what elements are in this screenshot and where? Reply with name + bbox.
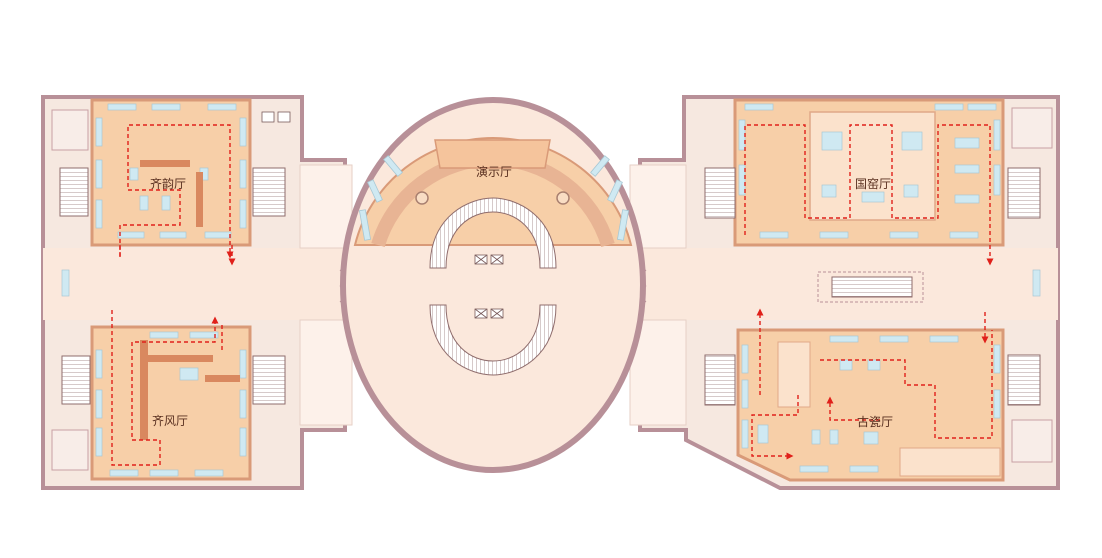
hall-label-yanshi: 演示厅 — [476, 164, 512, 179]
central-oval — [339, 97, 647, 473]
gallery-guci — [704, 308, 1053, 482]
gallery-guoyao — [704, 98, 1053, 266]
corridor-escalator — [817, 271, 924, 303]
hall-label-guoyao: 国窑厅 — [855, 176, 891, 191]
stairs-icon — [59, 167, 89, 217]
hall-label-guci: 古瓷厅 — [857, 414, 893, 429]
hall-label-qifeng: 齐风厅 — [152, 413, 188, 428]
gallery-qifeng — [51, 310, 286, 481]
hall-label-qiyun: 齐韵厅 — [150, 176, 186, 191]
corridor-showcase-right — [1032, 269, 1041, 297]
gallery-qiyun — [51, 98, 291, 259]
corridor-showcase-left — [61, 269, 70, 297]
route-arrow-icon — [119, 245, 236, 266]
